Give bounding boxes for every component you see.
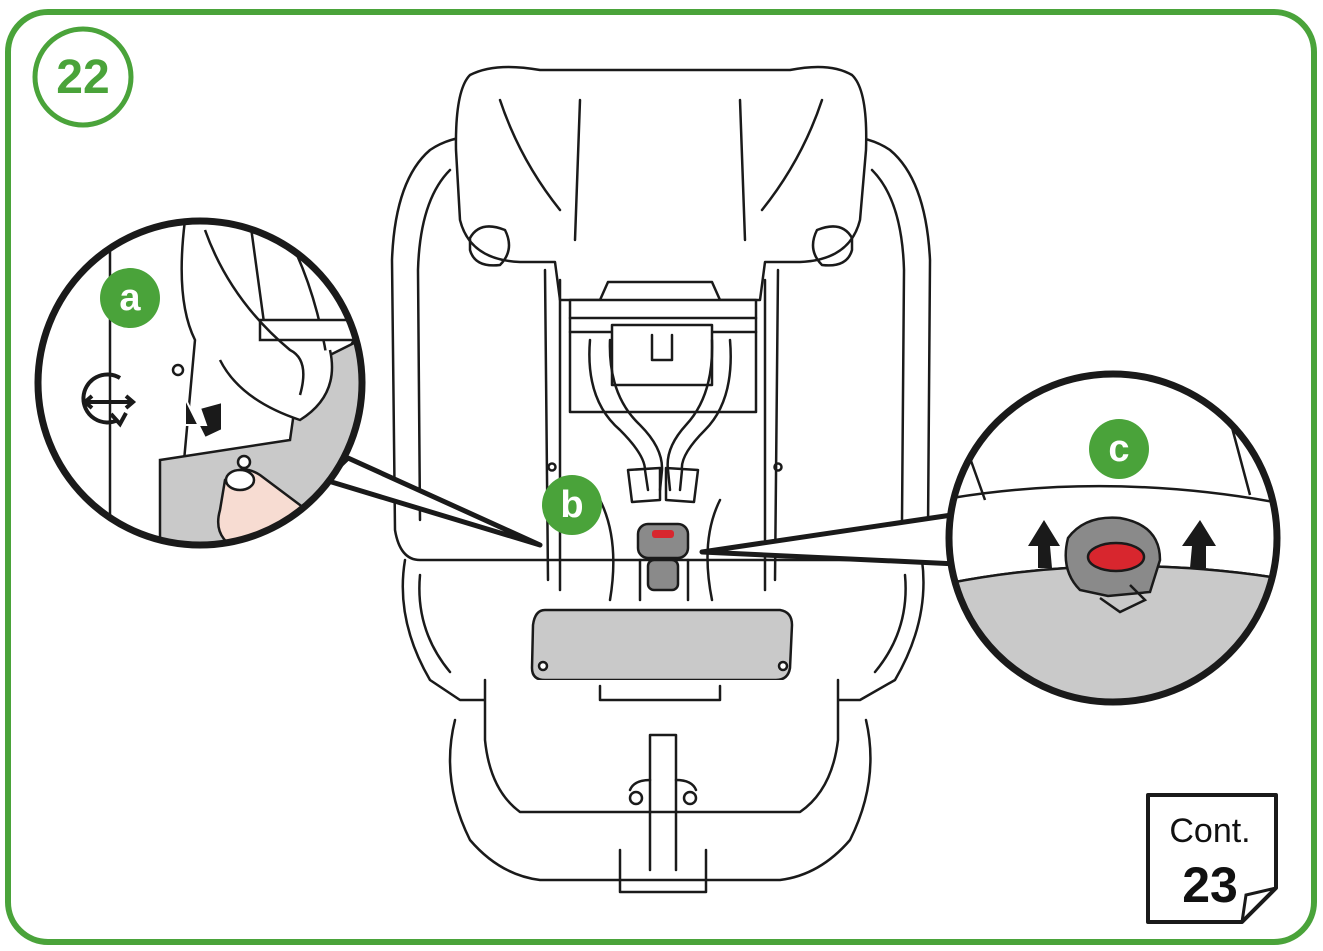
crotch-pad: [530, 608, 794, 682]
continue-label: Cont.: [1169, 812, 1251, 850]
harness-right: [666, 338, 732, 492]
seat-shell-inner: [416, 168, 906, 522]
up-arrow-icon: [1182, 520, 1216, 568]
headrest: [454, 65, 868, 302]
next-step-number: 23: [1182, 857, 1238, 913]
step-number-circle: [32, 26, 134, 128]
seat-lower-body: [483, 678, 840, 814]
detail-c-circle: [945, 370, 1281, 706]
up-arrow-icon: [1028, 520, 1060, 568]
continue-box: [1146, 793, 1278, 924]
ear-left: [468, 225, 511, 267]
bottom-strap: [648, 733, 678, 872]
buckle-release-red: [1086, 541, 1146, 573]
detail-a-circle: [34, 217, 366, 549]
back-panel: [543, 268, 780, 582]
callout-label-b: b: [560, 483, 584, 526]
badge-c-circle: [1089, 419, 1149, 479]
buckle-housing: [636, 522, 690, 560]
car-seat: [390, 65, 932, 894]
callout-label-a: a: [119, 276, 141, 319]
badge-a-circle: [100, 268, 160, 328]
callout-label-c: c: [1108, 427, 1130, 470]
panel-border: [5, 9, 1317, 945]
page-curl: [1240, 886, 1277, 923]
buckle-red-button: [652, 530, 674, 538]
badge-b-circle: [542, 475, 602, 535]
harness-left: [588, 338, 664, 492]
ear-right: [811, 225, 854, 267]
press-arrow-icon: [184, 397, 223, 440]
rotate-arrows-icon: [81, 372, 137, 428]
step-number: 22: [56, 50, 110, 104]
